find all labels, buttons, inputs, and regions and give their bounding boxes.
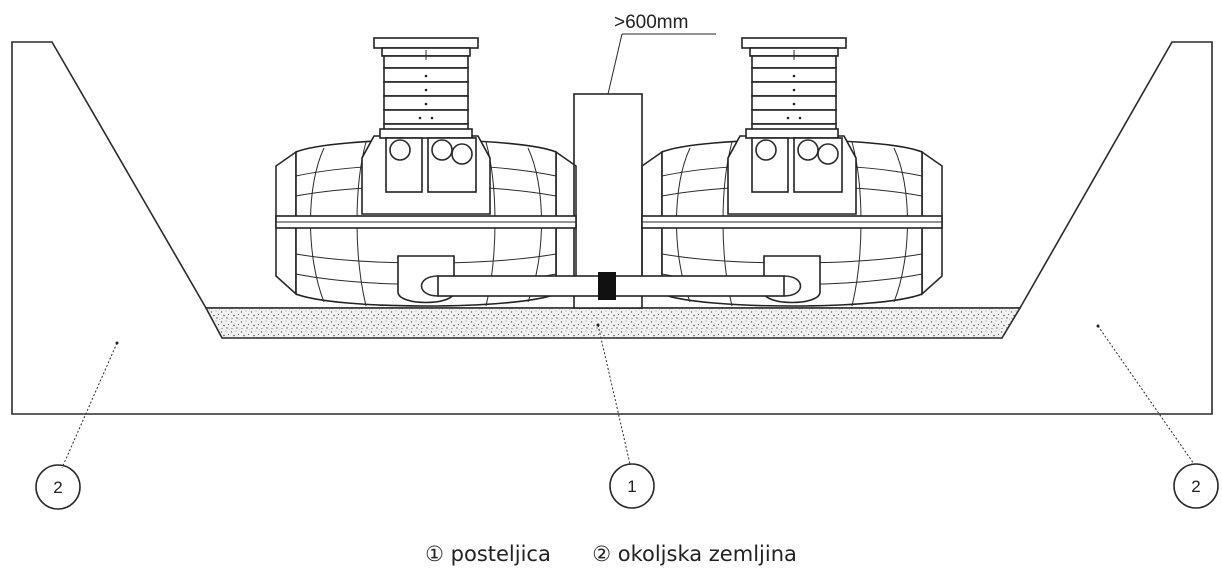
callout-bedding: 1 (609, 463, 655, 509)
tank-left (275, 37, 577, 307)
legend-marker: ② (592, 542, 612, 566)
callout-number: 2 (53, 478, 62, 497)
legend: ① posteljica ② okoljska zemljina (0, 542, 1222, 566)
callout-number: 1 (627, 477, 636, 496)
callout-leaders (61, 323, 1195, 469)
callout-soil-left: 2 (35, 464, 81, 510)
pipe-coupling (598, 272, 616, 300)
tank-right (641, 37, 943, 307)
legend-text: posteljica (450, 542, 551, 566)
connecting-pipe (420, 272, 802, 300)
legend-marker: ① (425, 542, 444, 566)
dimension-marker: >600mm (574, 12, 716, 95)
callout-number: 2 (1191, 477, 1200, 496)
legend-text: okoljska zemljina (617, 542, 797, 566)
excavation-pit (11, 41, 1213, 415)
callout-soil-right: 2 (1173, 463, 1219, 509)
bedding-layer (204, 307, 1022, 339)
dimension-label: >600mm (614, 12, 688, 33)
